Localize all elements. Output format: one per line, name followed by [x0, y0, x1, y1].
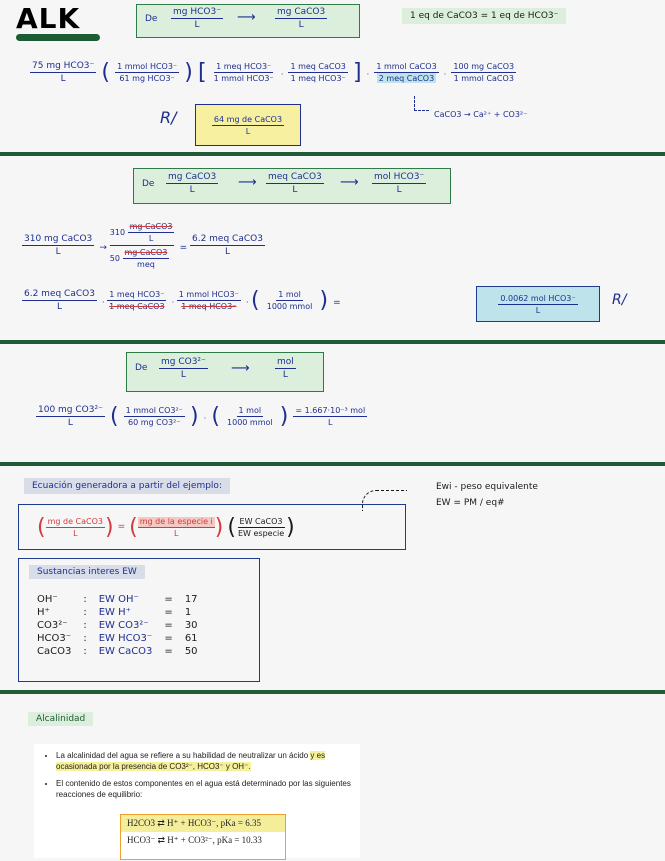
ew-table-row: CaCO3: EW CaCO3 = 50 [31, 645, 204, 658]
box-de-label: De [135, 363, 148, 373]
section-divider-3 [0, 462, 665, 466]
ew-cell-value: 50 [184, 646, 198, 657]
ew-cell-species: CaCO3 [37, 646, 72, 657]
ew-cell-ew: EW OH⁻ [98, 594, 139, 605]
ew-cell-colon: : [83, 607, 87, 618]
ew-table-row: HCO3⁻: EW HCO3⁻ = 61 [31, 632, 204, 645]
arrow-icon: ⟶ [237, 10, 256, 25]
reaction-pointer-icon [414, 96, 429, 111]
arrow-icon: ⟶ [340, 175, 359, 190]
ew-table-row: OH⁻: EW OH⁻ = 17 [31, 593, 204, 606]
section-divider-1 [0, 152, 665, 156]
dissociation-reaction: CaCO3 → Ca²⁺ + CO3²⁻ [434, 110, 528, 119]
ew-cell-species: HCO3⁻ [37, 633, 72, 644]
ew-table-row: H⁺: EW H⁺ = 1 [31, 606, 204, 619]
equilibrium-eq-2: HCO3⁻ ⇄ H⁺ + CO3²⁻, pKa = 10.33 [127, 835, 262, 845]
ew-table-row: CO3²⁻: EW CO3²⁻ = 30 [31, 619, 204, 632]
alkalinity-header: Alcalinidad [28, 712, 94, 726]
equation-pointer-icon [362, 490, 407, 511]
ew-cell-equals: = [164, 646, 173, 657]
section-divider-4 [0, 690, 665, 694]
ew-cell-value: 17 [184, 594, 198, 605]
ew-cell-species: OH⁻ [37, 594, 58, 605]
ew-cell-species: H⁺ [37, 607, 50, 618]
box-de-label: De [145, 14, 158, 24]
ew-cell-ew: EW HCO3⁻ [98, 633, 153, 644]
ew-cell-colon: : [83, 633, 87, 644]
ew-cell-value: 61 [184, 633, 198, 644]
box-from-unit: mg HCO3⁻L [171, 7, 223, 30]
ew-cell-colon: : [83, 594, 87, 605]
ew-cell-colon: : [83, 646, 87, 657]
ew-note-2: EW = PM / eq# [436, 498, 505, 508]
calc-line-1: 75 mg HCO3⁻L ( 1 mmol HCO3⁻61 mg HCO3⁻ )… [30, 60, 517, 85]
ew-table-header: Sustancias interes EW [29, 565, 145, 579]
ew-note-1: Ewi - peso equivalente [436, 482, 538, 492]
unit-a: mg CO3²⁻L [159, 357, 208, 380]
answer-box-2: 0.0062 mol HCO3⁻L [476, 286, 600, 322]
equilibrium-equations-box: H2CO3 ⇄ H⁺ + HCO3⁻, pKa = 6.35 HCO3⁻ ⇄ H… [120, 814, 286, 860]
ew-cell-colon: : [83, 620, 87, 631]
section-divider-2 [0, 340, 665, 344]
title-underline [16, 34, 100, 41]
ew-cell-ew: EW CO3²⁻ [98, 620, 149, 631]
equivalence-note: 1 eq de CaCO3 = 1 eq de HCO3⁻ [402, 8, 567, 24]
page-title: ALK [16, 2, 81, 35]
calc-line-3: 100 mg CO3²⁻L ( 1 mmol CO3²⁻60 mg CO3²⁻ … [36, 404, 368, 429]
ew-cell-equals: = [164, 633, 173, 644]
ew-cell-ew: EW H⁺ [98, 607, 131, 618]
ew-cell-value: 30 [184, 620, 198, 631]
paragraph-2: El contenido de estos componentes en el … [56, 778, 352, 800]
box-de-label: De [142, 179, 155, 189]
ew-cell-ew: EW CaCO3 [98, 646, 153, 657]
equilibrium-eq-1: H2CO3 ⇄ H⁺ + HCO3⁻, pKa = 6.35 [121, 815, 285, 832]
ew-cell-equals: = [164, 620, 173, 631]
ew-cell-equals: = [164, 607, 173, 618]
paragraph-1: La alcalinidad del agua se refiere a su … [56, 750, 352, 772]
unit-c: mol HCO3⁻L [372, 172, 427, 195]
ew-cell-species: CO3²⁻ [37, 620, 68, 631]
ew-cell-value: 1 [184, 607, 192, 618]
result-label: R/ [612, 292, 627, 308]
ew-cell-equals: = [164, 594, 173, 605]
generating-equation-header: Ecuación generadora a partir del ejemplo… [24, 478, 230, 494]
result-label: R/ [160, 108, 177, 127]
arrow-icon: ⟶ [231, 361, 250, 376]
arrow-icon: ⟶ [238, 175, 257, 190]
